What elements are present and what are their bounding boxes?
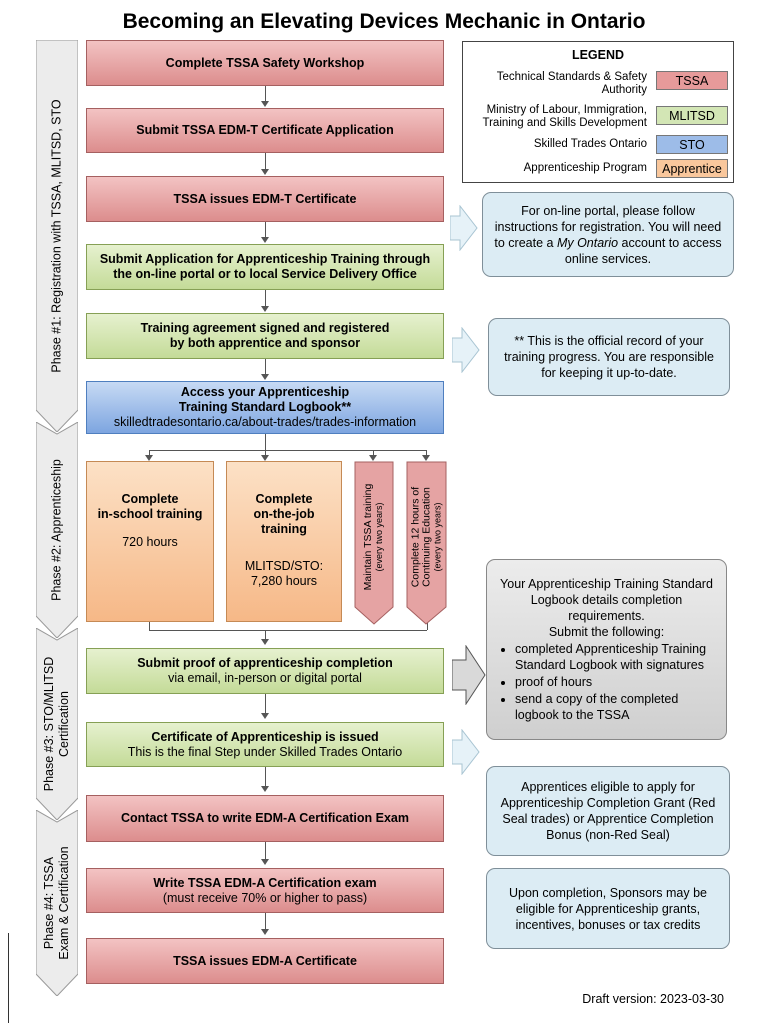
- note-completion-grant: Apprentices eligible to apply for Appren…: [486, 766, 730, 856]
- step-submit-apprenticeship-application: Submit Application for Apprenticeship Tr…: [86, 244, 444, 290]
- page-title: Becoming an Elevating Devices Mechanic i…: [122, 10, 646, 33]
- step-complete-safety-workshop: Complete TSSA Safety Workshop: [86, 40, 444, 86]
- arrow-to-note-2: [452, 327, 480, 373]
- note-sponsor-eligibility: Upon completion, Sponsors may be eligibl…: [486, 868, 730, 949]
- legend-tssa-chip: TSSA: [656, 71, 728, 90]
- arrow-to-note-1: [450, 205, 478, 251]
- step-submit-edm-t-application: Submit TSSA EDM-T Certificate Applicatio…: [86, 108, 444, 153]
- legend-sto-chip: STO: [656, 135, 728, 154]
- completion-item: send a copy of the completed logbook to …: [515, 691, 720, 723]
- arrow-to-note-4: [452, 729, 480, 775]
- step-training-agreement: Training agreement signed and registered…: [86, 313, 444, 359]
- phase-1-chevron: Phase #1: Registration with TSSA, MLITSD…: [36, 40, 78, 432]
- completion-item: proof of hours: [515, 674, 720, 690]
- note-logbook-record: ** This is the official record of your t…: [488, 318, 730, 396]
- step-tssa-issues-edm-t: TSSA issues EDM-T Certificate: [86, 176, 444, 222]
- page-edge-line: [8, 933, 9, 1023]
- legend-mlitsd-chip: MLITSD: [656, 106, 728, 125]
- phase-2-chevron: Phase #2: Apprenticeship: [36, 422, 78, 638]
- legend-mlitsd-text: Ministry of Labour, Immigration, Trainin…: [482, 104, 648, 129]
- phase-1-label: Phase #1: Registration with TSSA, MLITSD…: [49, 99, 64, 373]
- step-submit-proof-completion: Submit proof of apprenticeship completio…: [86, 648, 444, 694]
- note-completion-requirements: Your Apprenticeship Training Standard Lo…: [486, 559, 727, 740]
- logbook-url: skilledtradesontario.ca/about-trades/tra…: [113, 415, 417, 429]
- step-access-logbook: Access your Apprenticeship Training Stan…: [86, 381, 444, 434]
- legend: LEGEND Technical Standards & Safety Auth…: [462, 41, 734, 183]
- legend-title: LEGEND: [571, 48, 625, 62]
- phase-2-label: Phase #2: Apprenticeship: [49, 459, 64, 601]
- legend-apprentice-chip: Apprentice: [656, 159, 728, 178]
- step-in-school-training: Complete in-school training 720 hours: [86, 461, 214, 622]
- completion-item: completed Apprenticeship Training Standa…: [515, 641, 720, 673]
- note-online-portal: For on-line portal, please follow instru…: [482, 192, 734, 277]
- step-write-edm-a-exam: Write TSSA EDM-A Certification exam(must…: [86, 868, 444, 913]
- step-on-the-job-training: Complete on-the-job training MLITSD/STO:…: [226, 461, 342, 622]
- step-contact-tssa-exam: Contact TSSA to write EDM-A Certificatio…: [86, 795, 444, 842]
- legend-apprentice-text: Apprenticeship Program: [523, 162, 647, 174]
- ribbon-maintain-tssa-training: Maintain TSSA training(every two years): [354, 461, 394, 625]
- arrow-to-note-3: [452, 645, 486, 705]
- step-tssa-issues-edm-a: TSSA issues EDM-A Certificate: [86, 938, 444, 984]
- legend-tssa-text: Technical Standards & Safety Authority: [496, 71, 647, 96]
- legend-sto-text: Skilled Trades Ontario: [533, 138, 647, 150]
- draft-version: Draft version: 2023-03-30: [582, 992, 724, 1006]
